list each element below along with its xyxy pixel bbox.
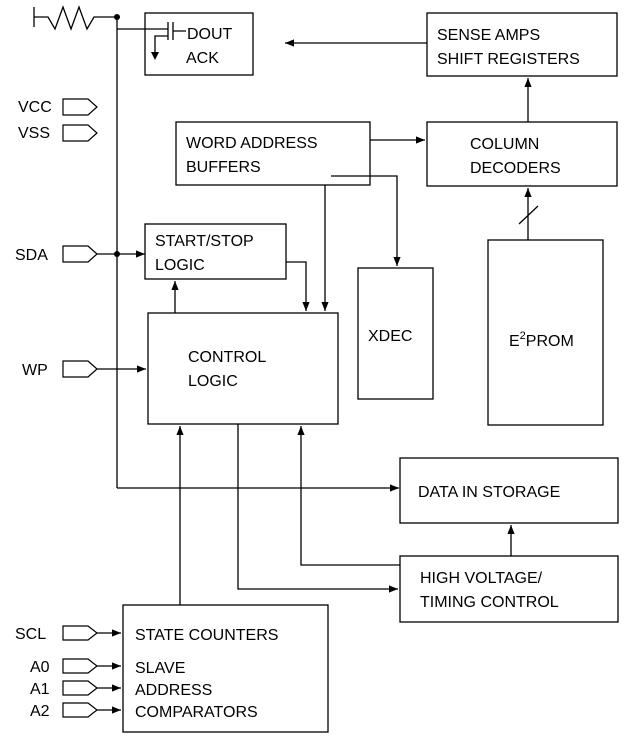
sense-amps-label: SENSE AMPS bbox=[437, 27, 540, 44]
xdec-block: XDEC bbox=[357, 267, 434, 400]
svg-text:WP: WP bbox=[22, 362, 48, 379]
eeprom-label: E2PROM bbox=[509, 330, 574, 350]
decoders-label: DECODERS bbox=[470, 160, 561, 177]
state-counters-label: STATE COUNTERS bbox=[135, 627, 278, 644]
connection-wires bbox=[97, 14, 539, 714]
svg-text:SDA: SDA bbox=[15, 247, 48, 264]
dout-ack-block: DOUT ACK bbox=[117, 12, 254, 76]
svg-text:A2: A2 bbox=[30, 703, 50, 720]
pullup-resistor bbox=[33, 5, 117, 31]
word-address-block: WORD ADDRESS BUFFERS bbox=[175, 121, 371, 186]
shift-registers-label: SHIFT REGISTERS bbox=[437, 51, 580, 68]
pin-vcc: VCC bbox=[18, 98, 98, 116]
word-address-label: WORD ADDRESS bbox=[186, 135, 318, 152]
column-decoders-block: COLUMN DECODERS bbox=[426, 121, 618, 187]
slave-label: SLAVE bbox=[135, 660, 185, 677]
start-stop-block: START/STOP LOGIC bbox=[144, 223, 287, 280]
column-label: COLUMN bbox=[470, 136, 539, 153]
high-voltage-label: HIGH VOLTAGE/ bbox=[420, 570, 543, 587]
pin-vss: VSS bbox=[18, 124, 98, 142]
address-label: ADDRESS bbox=[135, 682, 212, 699]
high-voltage-block: HIGH VOLTAGE/ TIMING CONTROL bbox=[399, 555, 619, 623]
svg-text:VCC: VCC bbox=[18, 99, 52, 116]
start-stop-logic-label: LOGIC bbox=[155, 257, 205, 274]
svg-text:VSS: VSS bbox=[18, 125, 50, 142]
svg-text:SCL: SCL bbox=[15, 626, 46, 643]
pin-a0: A0 bbox=[30, 658, 98, 676]
buffers-label: BUFFERS bbox=[186, 159, 261, 176]
svg-text:A0: A0 bbox=[30, 659, 50, 676]
xdec-label: XDEC bbox=[368, 328, 412, 345]
control-logic-block: CONTROL LOGIC bbox=[147, 312, 339, 425]
comparators-label: COMPARATORS bbox=[135, 704, 258, 721]
dout-label: DOUT bbox=[187, 26, 233, 43]
control-label: CONTROL bbox=[188, 349, 266, 366]
sense-amps-block: SENSE AMPS SHIFT REGISTERS bbox=[426, 12, 618, 77]
pin-scl: SCL bbox=[15, 625, 98, 643]
ack-label: ACK bbox=[186, 50, 219, 67]
pin-wp: WP bbox=[22, 360, 98, 379]
svg-text:A1: A1 bbox=[30, 681, 50, 698]
start-stop-label: START/STOP bbox=[155, 233, 254, 250]
data-in-storage-label: DATA IN STORAGE bbox=[418, 484, 560, 501]
control-logic-label: LOGIC bbox=[188, 373, 238, 390]
data-in-storage-block: DATA IN STORAGE bbox=[399, 457, 619, 524]
pin-a2: A2 bbox=[30, 702, 98, 720]
pin-sda: SDA bbox=[15, 245, 98, 264]
timing-control-label: TIMING CONTROL bbox=[420, 594, 559, 611]
pin-a1: A1 bbox=[30, 680, 98, 698]
eeprom-block: E2PROM bbox=[487, 239, 604, 426]
state-counters-block: STATE COUNTERS SLAVE ADDRESS COMPARATORS bbox=[122, 604, 329, 733]
